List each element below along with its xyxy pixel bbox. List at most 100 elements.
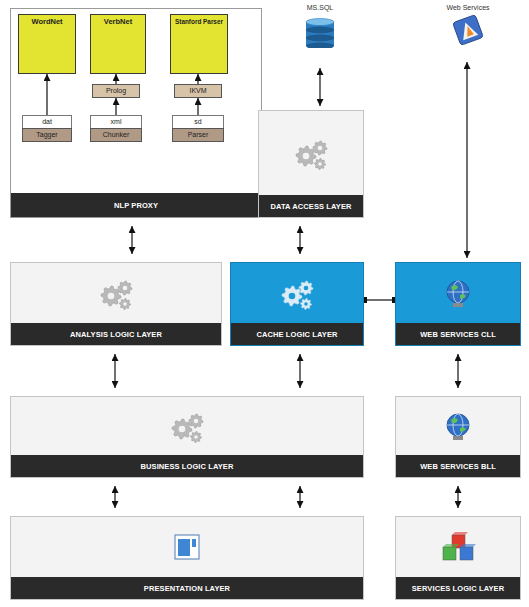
system-icon: [300, 14, 340, 48]
gear-hole: [304, 302, 308, 306]
box-label: WordNet: [31, 18, 62, 27]
connector-arrow: [197, 98, 198, 115]
system-name: MS.SQL: [307, 4, 333, 11]
connector-arrow: [457, 486, 458, 508]
globe-stand: [453, 303, 463, 307]
layer-name: BUSINESS LOGIC LAYER: [141, 462, 234, 471]
connector-arrow: [131, 226, 132, 254]
window-icon: [175, 535, 199, 559]
gear-hole: [304, 286, 309, 291]
cube-icon: [443, 547, 456, 560]
label-bar: ANALYSIS LOGIC LAYER: [11, 323, 221, 345]
db-bottom: [306, 35, 334, 42]
box-label: sd: [194, 118, 201, 126]
format-box: dat: [22, 115, 72, 129]
layer-icon: [96, 277, 136, 311]
tool-box: Tagger: [22, 128, 72, 142]
globe-land: [451, 418, 466, 432]
library-box: WordNet: [18, 14, 76, 74]
connector-arrow: [114, 354, 115, 388]
db-bottom: [306, 27, 334, 34]
globe-icon: [447, 414, 469, 436]
layer-name: ANALYSIS LOGIC LAYER: [70, 330, 162, 339]
gear-icon: [120, 299, 131, 310]
layer-icon: [277, 277, 317, 311]
globe-stand: [453, 436, 463, 440]
globe-equator: [447, 292, 469, 293]
window-pane: [178, 539, 190, 556]
tool-box: Parser: [172, 128, 224, 142]
box-label: Parser: [188, 131, 209, 139]
gear-icon: [282, 286, 302, 306]
connector-arrow: [115, 98, 116, 115]
gear-icon: [191, 432, 202, 443]
box-label: xml: [111, 118, 122, 126]
gear-icon: [172, 419, 192, 439]
connector-arrow: [299, 354, 300, 388]
layer-icon: [438, 277, 478, 311]
connector-arrow: [299, 486, 300, 508]
connector-arrow: [115, 74, 116, 84]
connector-arrow: [457, 354, 458, 388]
label-bar: BUSINESS LOGIC LAYER: [11, 455, 363, 477]
label-bar: SERVICES LOGIC LAYER: [396, 577, 520, 599]
layer-box: PRESENTATION LAYER: [10, 516, 364, 600]
gear-hole: [123, 286, 128, 291]
box-label: Chunker: [103, 131, 129, 139]
proxy-panel: NLP PROXY WordNet VerbNet Stanford ParserPr…: [10, 8, 262, 218]
layer-box: WEB SERVICES BLL: [395, 396, 521, 478]
gear-hole: [123, 302, 127, 306]
db-top: [306, 19, 334, 26]
box-label: Stanford Parser: [175, 18, 223, 25]
box-label: dat: [42, 118, 52, 126]
gear-hole: [303, 153, 310, 160]
globe-equator: [447, 425, 469, 426]
cube-top: [443, 544, 459, 547]
gear-icon: [101, 286, 121, 306]
box-label: Prolog: [106, 87, 126, 95]
layer-name: CACHE LOGIC LAYER: [256, 330, 337, 339]
layer-box: SERVICES LOGIC LAYER: [395, 516, 521, 600]
cube-icon: [460, 547, 473, 560]
format-box: xml: [90, 115, 142, 129]
gear-hole: [179, 426, 186, 433]
layer-name: PRESENTATION LAYER: [144, 584, 230, 593]
gear-icon: [189, 414, 203, 428]
layer-box: WEB SERVICES CLL: [395, 262, 521, 346]
gear-icon: [301, 299, 312, 310]
webservice-mark: [458, 20, 479, 41]
system-name: Web Services: [446, 4, 489, 11]
gear-icon: [118, 281, 132, 295]
gear-icon: [313, 141, 327, 155]
layer-icon: [167, 410, 207, 444]
bridge-box: Prolog: [92, 84, 140, 98]
db-top: [306, 35, 334, 42]
library-box: VerbNet: [90, 14, 146, 74]
webservice-icon: [453, 15, 484, 46]
window-side: [192, 539, 196, 547]
box-label: VerbNet: [104, 18, 132, 27]
layer-box: CACHE LOGIC LAYER: [230, 262, 364, 346]
globe-land: [451, 285, 466, 299]
label-bar: WEB SERVICES BLL: [396, 455, 520, 477]
layer-box: DATA ACCESS LAYER: [258, 110, 364, 218]
layer-name: WEB SERVICES CLL: [420, 330, 496, 339]
layer-name: SERVICES LOGIC LAYER: [412, 584, 504, 593]
gear-hole: [194, 419, 199, 424]
connector-arrow: [466, 62, 467, 258]
connector-arrow: [299, 226, 300, 254]
external-system: MS.SQL: [292, 4, 348, 64]
gear-icon: [299, 281, 313, 295]
link-line: [364, 299, 395, 300]
cube-top: [460, 544, 476, 547]
layer-name: NLP PROXY: [114, 201, 158, 210]
gear-hole: [318, 146, 323, 151]
label-bar: WEB SERVICES CLL: [396, 323, 520, 345]
layer-icon: [167, 531, 207, 565]
tool-box: Chunker: [90, 128, 142, 142]
gear-icon: [315, 159, 326, 170]
layer-icon: [438, 531, 478, 565]
gear-hole: [194, 435, 198, 439]
label-bar: PRESENTATION LAYER: [11, 577, 363, 599]
gear-hole: [108, 293, 115, 300]
